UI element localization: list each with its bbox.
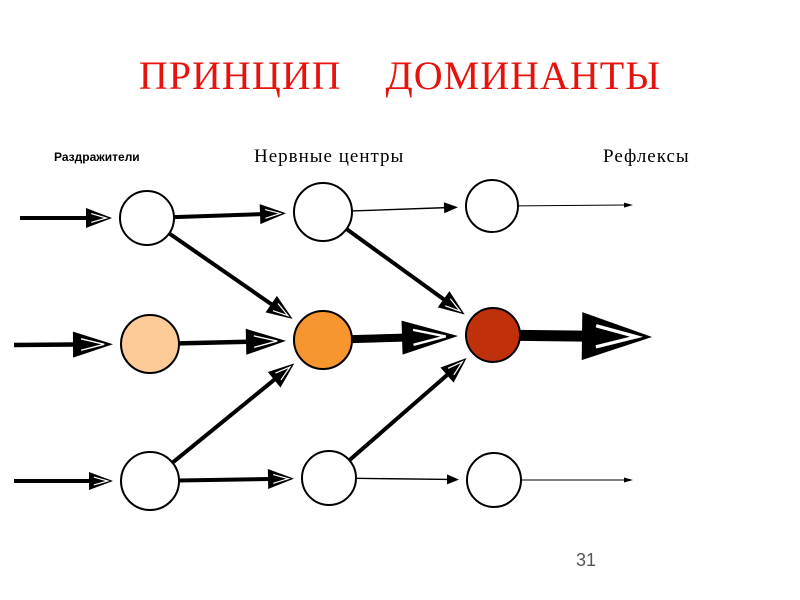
edge-layer bbox=[13, 202, 652, 490]
label-nerve-centers: Нервные центры bbox=[254, 146, 405, 167]
arrow-shaft bbox=[348, 372, 450, 462]
neuron-n11 bbox=[119, 190, 175, 246]
page-number: 31 bbox=[576, 550, 597, 570]
arrow-head bbox=[89, 472, 113, 490]
node-layer bbox=[119, 179, 522, 511]
arrow-shaft bbox=[178, 476, 271, 483]
arrow-shaft bbox=[173, 212, 263, 220]
arrow-n11-n12 bbox=[173, 204, 287, 225]
neuron-n23 bbox=[465, 307, 521, 363]
arrow-n33-out3 bbox=[521, 477, 633, 483]
arrow-head bbox=[259, 204, 287, 225]
arrow-head-highlight bbox=[595, 324, 644, 349]
neuron-n31 bbox=[120, 451, 180, 511]
neuron-n21 bbox=[120, 314, 180, 374]
arrow-n13-out1 bbox=[517, 202, 633, 208]
arrow-shaft bbox=[517, 204, 627, 207]
arrow-n11-n22 bbox=[168, 231, 293, 319]
neuron-n13 bbox=[465, 179, 519, 233]
arrow-shaft bbox=[519, 329, 585, 342]
arrow-shaft bbox=[351, 333, 405, 344]
arrow-in2-n21 bbox=[13, 331, 114, 358]
arrow-head-highlight bbox=[253, 335, 278, 348]
arrow-head-highlight bbox=[445, 298, 462, 313]
arrow-in1-n11 bbox=[20, 208, 112, 228]
arrow-n23-out2 bbox=[519, 312, 652, 361]
arrow-n22-n23 bbox=[351, 320, 459, 355]
arrow-n31-n22 bbox=[171, 363, 295, 465]
arrow-n32-n23 bbox=[348, 358, 467, 462]
arrow-head-highlight bbox=[80, 338, 105, 351]
neuron-n22 bbox=[293, 310, 353, 370]
neuron-n32 bbox=[301, 450, 357, 506]
arrow-head bbox=[446, 474, 460, 485]
arrow-head-highlight bbox=[91, 213, 109, 223]
arrow-n21-n22 bbox=[178, 328, 287, 355]
neuron-n12 bbox=[293, 182, 353, 242]
arrow-head bbox=[401, 320, 459, 355]
arrow-head-highlight bbox=[264, 208, 283, 219]
slide-title: ПРИНЦИП ДОМИНАНТЫ bbox=[138, 53, 662, 98]
arrow-head bbox=[623, 202, 633, 208]
arrow-shaft bbox=[355, 477, 450, 481]
arrow-in3-n31 bbox=[14, 472, 113, 490]
arrow-n31-n32 bbox=[178, 469, 295, 490]
arrow-head-highlight bbox=[447, 360, 464, 376]
arrow-head bbox=[581, 312, 652, 361]
arrow-shaft bbox=[168, 231, 275, 307]
arrow-shaft bbox=[171, 376, 277, 465]
arrow-head bbox=[267, 469, 295, 490]
arrow-head-highlight bbox=[272, 473, 291, 484]
arrow-head bbox=[265, 295, 293, 319]
label-stimuli: Раздражители bbox=[54, 150, 140, 164]
arrow-shaft bbox=[178, 339, 249, 346]
arrow-head bbox=[624, 477, 633, 483]
arrow-head bbox=[245, 328, 287, 355]
arrow-head-highlight bbox=[272, 303, 290, 317]
arrow-n32-n33 bbox=[355, 474, 460, 485]
arrow-shaft bbox=[351, 206, 447, 212]
arrow-head-highlight bbox=[275, 365, 292, 381]
label-reflexes: Рефлексы bbox=[603, 146, 690, 167]
arrow-head-highlight bbox=[93, 476, 110, 486]
arrow-head bbox=[443, 202, 459, 214]
arrow-n12-n13 bbox=[351, 202, 459, 214]
arrow-head bbox=[72, 331, 114, 358]
arrow-shaft bbox=[345, 227, 447, 303]
arrow-head bbox=[86, 208, 112, 228]
arrow-n12-n23 bbox=[345, 227, 465, 315]
neuron-n33 bbox=[466, 452, 522, 508]
arrow-head-highlight bbox=[412, 328, 447, 346]
